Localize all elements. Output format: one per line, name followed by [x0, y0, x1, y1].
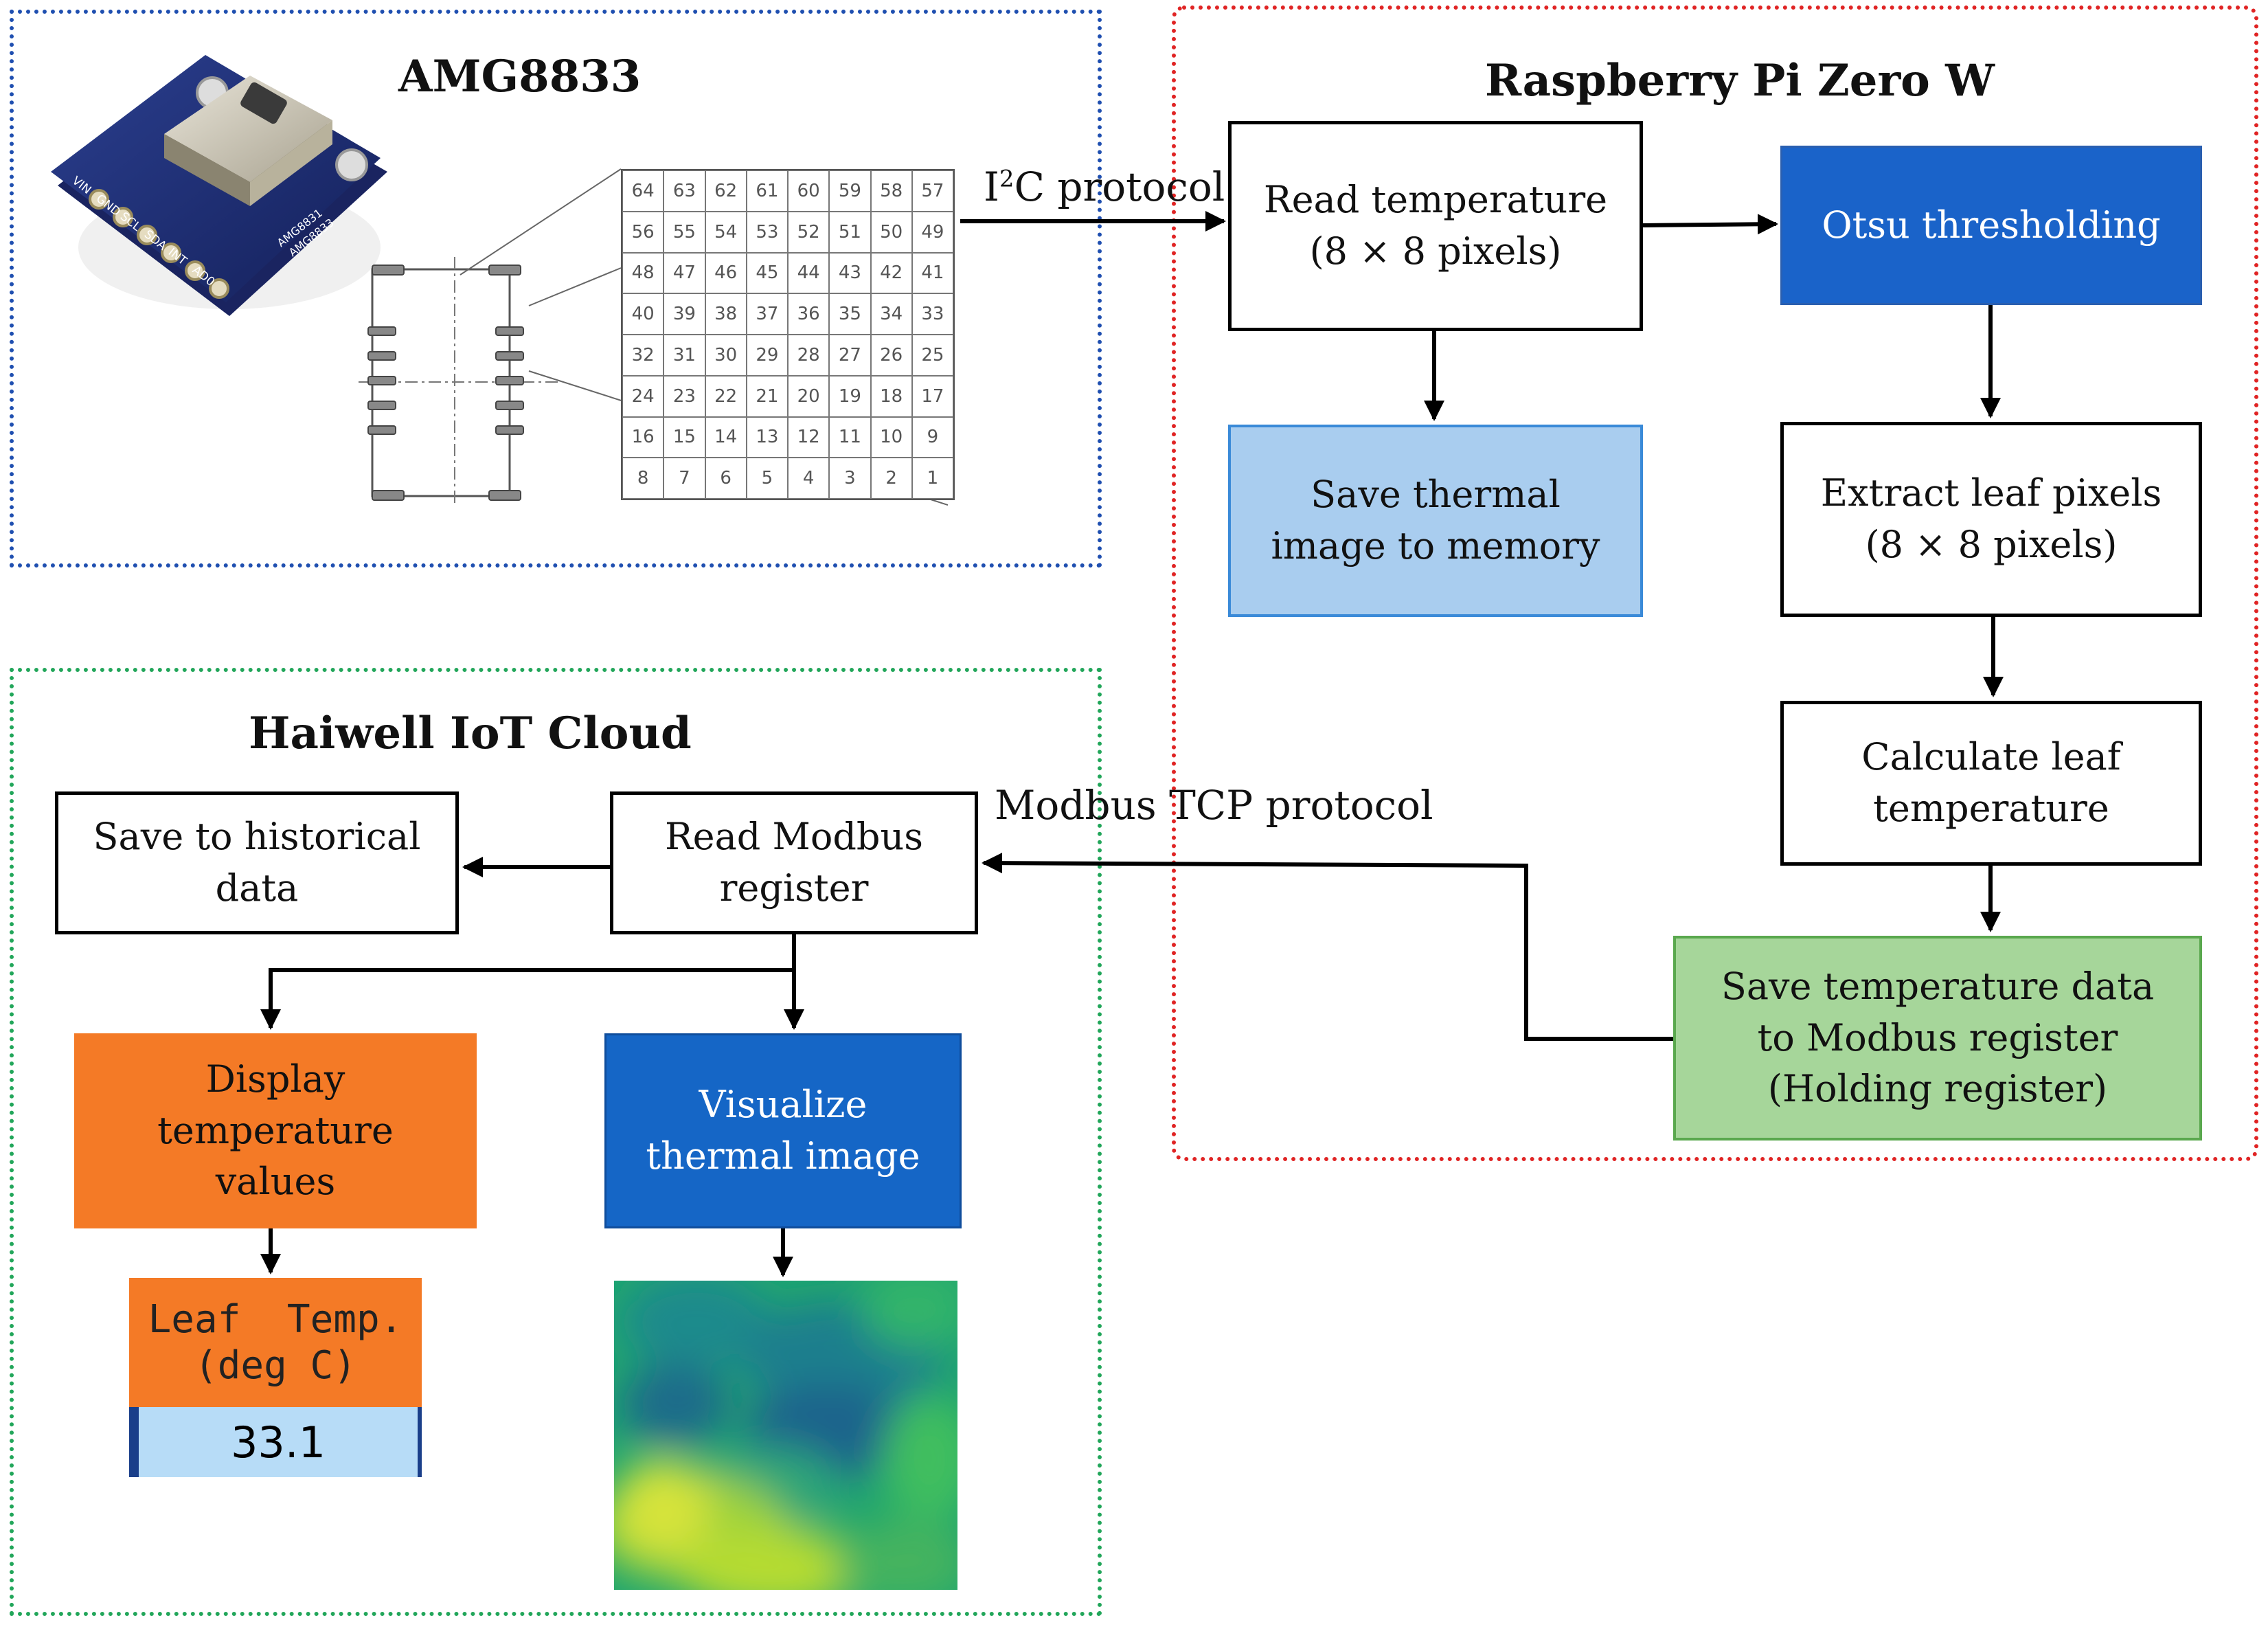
pixel-cell: 62: [705, 170, 747, 212]
pixel-cell: 21: [746, 375, 788, 417]
pixel-cell: 11: [829, 416, 871, 458]
pixel-cell: 44: [788, 252, 830, 294]
read-temperature-box: Read temperature(8 × 8 pixels): [1228, 121, 1643, 331]
pixel-cell: 24: [622, 375, 664, 417]
pixel-cell: 59: [829, 170, 871, 212]
arrow-read-modbus-to-display: [260, 934, 796, 1030]
i2c-protocol-label: I2C protocol: [984, 164, 1225, 210]
pixel-cell: 49: [911, 211, 953, 253]
sensor-package-drawing: [359, 257, 558, 504]
extract-leaf-pixels-box: Extract leaf pixels(8 × 8 pixels): [1780, 422, 2202, 617]
pixel-cell: 64: [622, 170, 664, 212]
pixel-cell: 13: [746, 416, 788, 458]
raspberry-pi-region: [1172, 5, 2258, 1161]
pixel-cell: 34: [870, 293, 912, 335]
pixel-cell: 50: [870, 211, 912, 253]
pixel-cell: 28: [788, 335, 830, 376]
pixel-cell: 42: [870, 252, 912, 294]
pixel-cell: 22: [705, 375, 747, 417]
pixel-cell: 10: [870, 416, 912, 458]
pixel-cell: 33: [911, 293, 953, 335]
pixel-cell: 51: [829, 211, 871, 253]
leaf-temp-widget-header: Leaf Temp. (deg C): [129, 1278, 422, 1407]
pixel-cell: 45: [746, 252, 788, 294]
pixel-cell: 41: [911, 252, 953, 294]
amg8833-region: [10, 10, 1102, 568]
leaf-temp-value: 33.1: [129, 1407, 422, 1477]
pixel-cell: 19: [829, 375, 871, 417]
pixel-cell: 40: [622, 293, 664, 335]
pixel-cell: 15: [664, 416, 705, 458]
pixel-cell: 26: [870, 335, 912, 376]
modbus-tcp-protocol-label: Modbus TCP protocol: [995, 782, 1433, 829]
pixel-cell: 39: [664, 293, 705, 335]
sensor-chip: [164, 76, 332, 206]
iot-cloud-region: [10, 668, 1102, 1616]
arrow-save-modbus-to-read-modbus: [982, 853, 1673, 1041]
pixel-cell: 56: [622, 211, 664, 253]
pixel-cell: 37: [746, 293, 788, 335]
pixel-cell: 55: [664, 211, 705, 253]
leaf-temp-widget: Leaf Temp. (deg C) 33.1: [129, 1278, 422, 1477]
pixel-cell: 16: [622, 416, 664, 458]
pixel-cell: 58: [870, 170, 912, 212]
pixel-cell: 3: [829, 458, 871, 499]
otsu-thresholding-box: Otsu thresholding: [1780, 146, 2202, 305]
pixel-cell: 18: [870, 375, 912, 417]
pixel-cell: 46: [705, 252, 747, 294]
iot-cloud-title: Haiwell IoT Cloud: [249, 708, 692, 759]
pixel-cell: 23: [664, 375, 705, 417]
pixel-cell: 8: [622, 458, 664, 499]
pixel-cell: 54: [705, 211, 747, 253]
pixel-cell: 27: [829, 335, 871, 376]
pixel-cell: 9: [911, 416, 953, 458]
amg8833-title: AMG8833: [398, 51, 642, 102]
pixel-cell: 30: [705, 335, 747, 376]
pixel-cell: 2: [870, 458, 912, 499]
pixel-cell: 17: [911, 375, 953, 417]
thermal-image: [614, 1281, 957, 1590]
pixel-cell: 31: [664, 335, 705, 376]
pixel-cell: 57: [911, 170, 953, 212]
pixel-cell: 20: [788, 375, 830, 417]
raspberry-pi-title: Raspberry Pi Zero W: [1485, 55, 1995, 106]
pixel-cell: 12: [788, 416, 830, 458]
pixel-cell: 47: [664, 252, 705, 294]
pixel-cell: 43: [829, 252, 871, 294]
pixel-cell: 36: [788, 293, 830, 335]
pixel-cell: 5: [746, 458, 788, 499]
pixel-cell: 32: [622, 335, 664, 376]
arrow-read-temperature-to-otsu: [1642, 214, 1778, 235]
pixel-cell: 1: [911, 458, 953, 499]
pixel-cell: 25: [911, 335, 953, 376]
pixel-cell: 61: [746, 170, 788, 212]
pixel-cell: 4: [788, 458, 830, 499]
pixel-cell: 35: [829, 293, 871, 335]
header-pin-holes: [89, 189, 229, 299]
pixel-cell: 48: [622, 252, 664, 294]
pixel-cell: 14: [705, 416, 747, 458]
pixel-cell: 63: [664, 170, 705, 212]
pixel-cell: 53: [746, 211, 788, 253]
pixel-cell: 6: [705, 458, 747, 499]
pixel-cell: 60: [788, 170, 830, 212]
pixel-cell: 52: [788, 211, 830, 253]
pixel-cell: 38: [705, 293, 747, 335]
pixel-cell: 7: [664, 458, 705, 499]
sensor-board-image: VIN GND SCL SDA INT AD0 AMG8831 AMG8833: [51, 55, 387, 316]
pixel-cell: 29: [746, 335, 788, 376]
